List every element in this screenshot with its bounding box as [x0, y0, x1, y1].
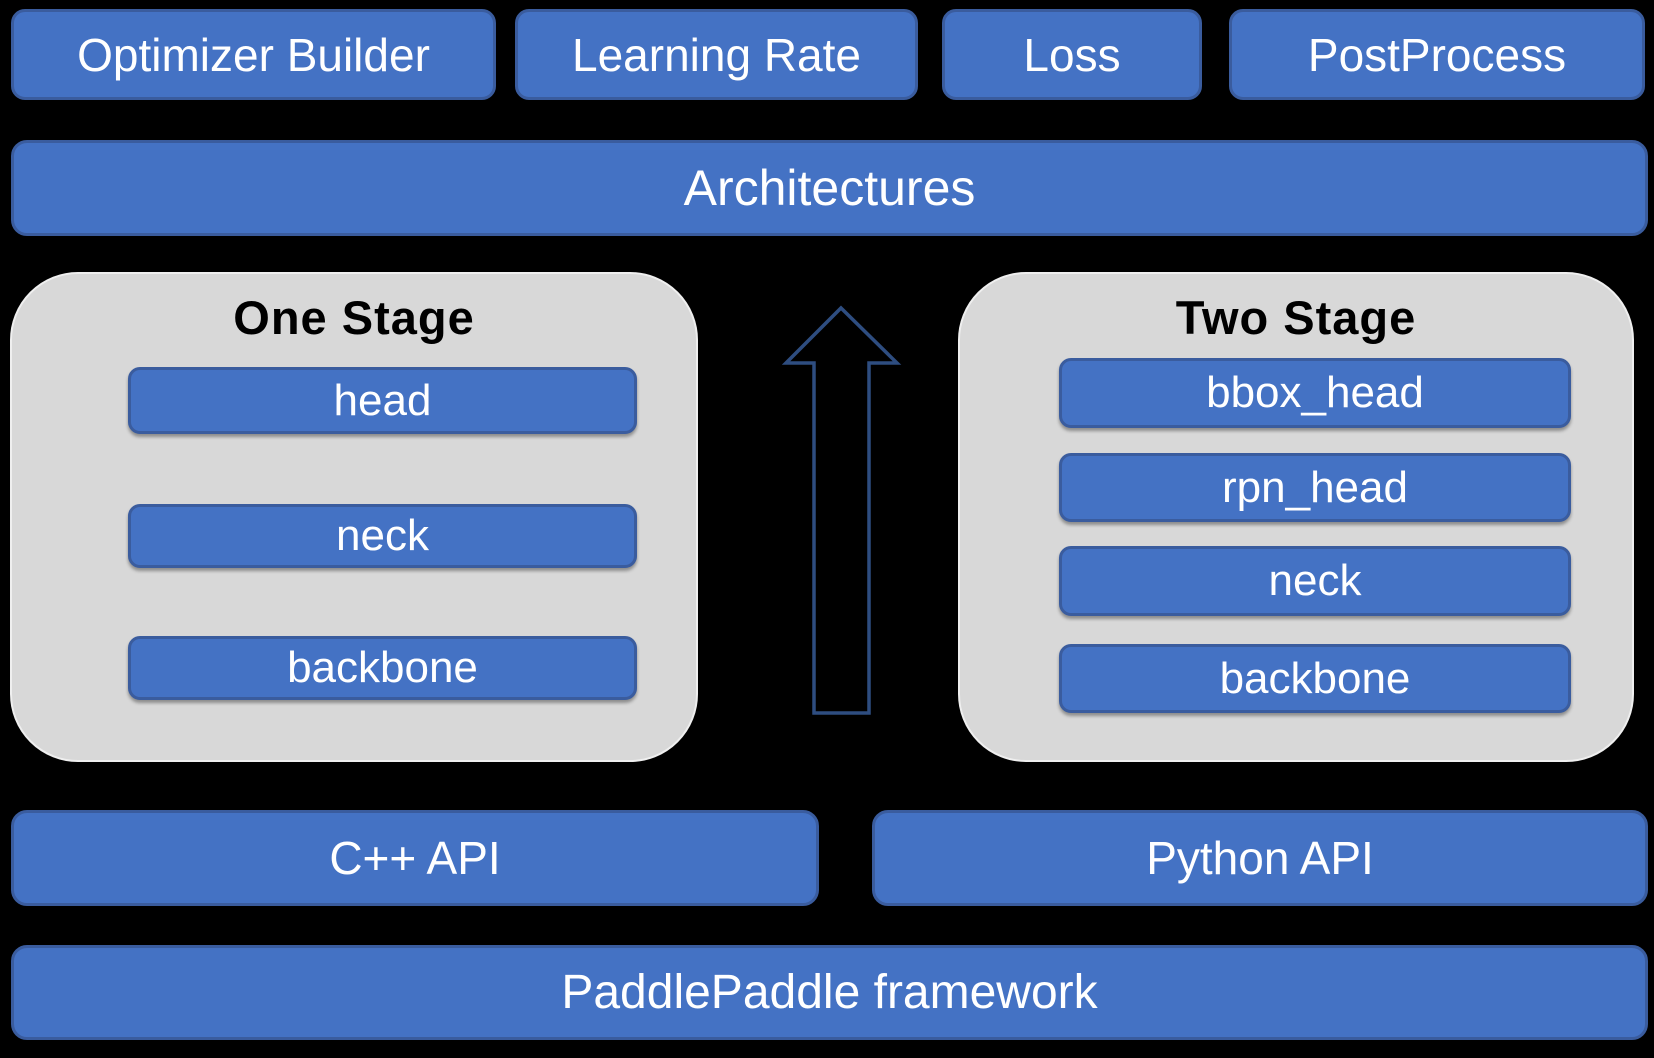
box-learning-rate-label: Learning Rate	[572, 28, 861, 81]
up-arrow-outline	[781, 305, 902, 715]
two-stage-title: Two Stage	[1175, 291, 1417, 344]
box-python-api: Python API	[872, 810, 1648, 906]
box-loss: Loss	[942, 9, 1202, 100]
box-architectures-label: Architectures	[683, 160, 976, 216]
group-two-stage: Two Stage bbox_head rpn_head neck backbo…	[958, 272, 1634, 762]
box-one-stage-backbone: backbone	[128, 636, 637, 700]
box-paddlepaddle-framework: PaddlePaddle framework	[11, 945, 1648, 1040]
box-two-stage-bbox-head: bbox_head	[1059, 358, 1571, 428]
box-optimizer-builder: Optimizer Builder	[11, 9, 496, 100]
box-one-stage-head: head	[128, 367, 637, 434]
box-two-stage-neck: neck	[1059, 546, 1571, 616]
box-backbone-label: backbone	[1219, 653, 1411, 703]
box-learning-rate: Learning Rate	[515, 9, 918, 100]
box-one-stage-neck: neck	[128, 504, 637, 568]
box-python-api-label: Python API	[1146, 832, 1374, 884]
box-paddlepaddle-framework-label: PaddlePaddle framework	[561, 966, 1098, 1019]
box-postprocess-label: PostProcess	[1307, 28, 1567, 81]
box-neck-label: neck	[336, 511, 429, 560]
box-backbone-label: backbone	[287, 643, 478, 692]
box-loss-label: Loss	[1023, 28, 1121, 81]
box-cpp-api-label: C++ API	[329, 832, 501, 884]
box-neck-label: neck	[1268, 556, 1362, 605]
box-bbox-head-label: bbox_head	[1206, 368, 1424, 417]
box-optimizer-builder-label: Optimizer Builder	[77, 28, 430, 81]
box-rpn-head-label: rpn_head	[1222, 462, 1408, 512]
box-two-stage-backbone: backbone	[1059, 644, 1571, 713]
box-two-stage-rpn-head: rpn_head	[1059, 453, 1571, 522]
up-arrow-icon	[781, 305, 902, 715]
box-architectures: Architectures	[11, 140, 1648, 236]
group-one-stage: One Stage head neck backbone	[10, 272, 698, 762]
one-stage-title: One Stage	[233, 291, 475, 344]
box-postprocess: PostProcess	[1229, 9, 1645, 100]
box-head-label: head	[333, 375, 432, 425]
box-cpp-api: C++ API	[11, 810, 819, 906]
